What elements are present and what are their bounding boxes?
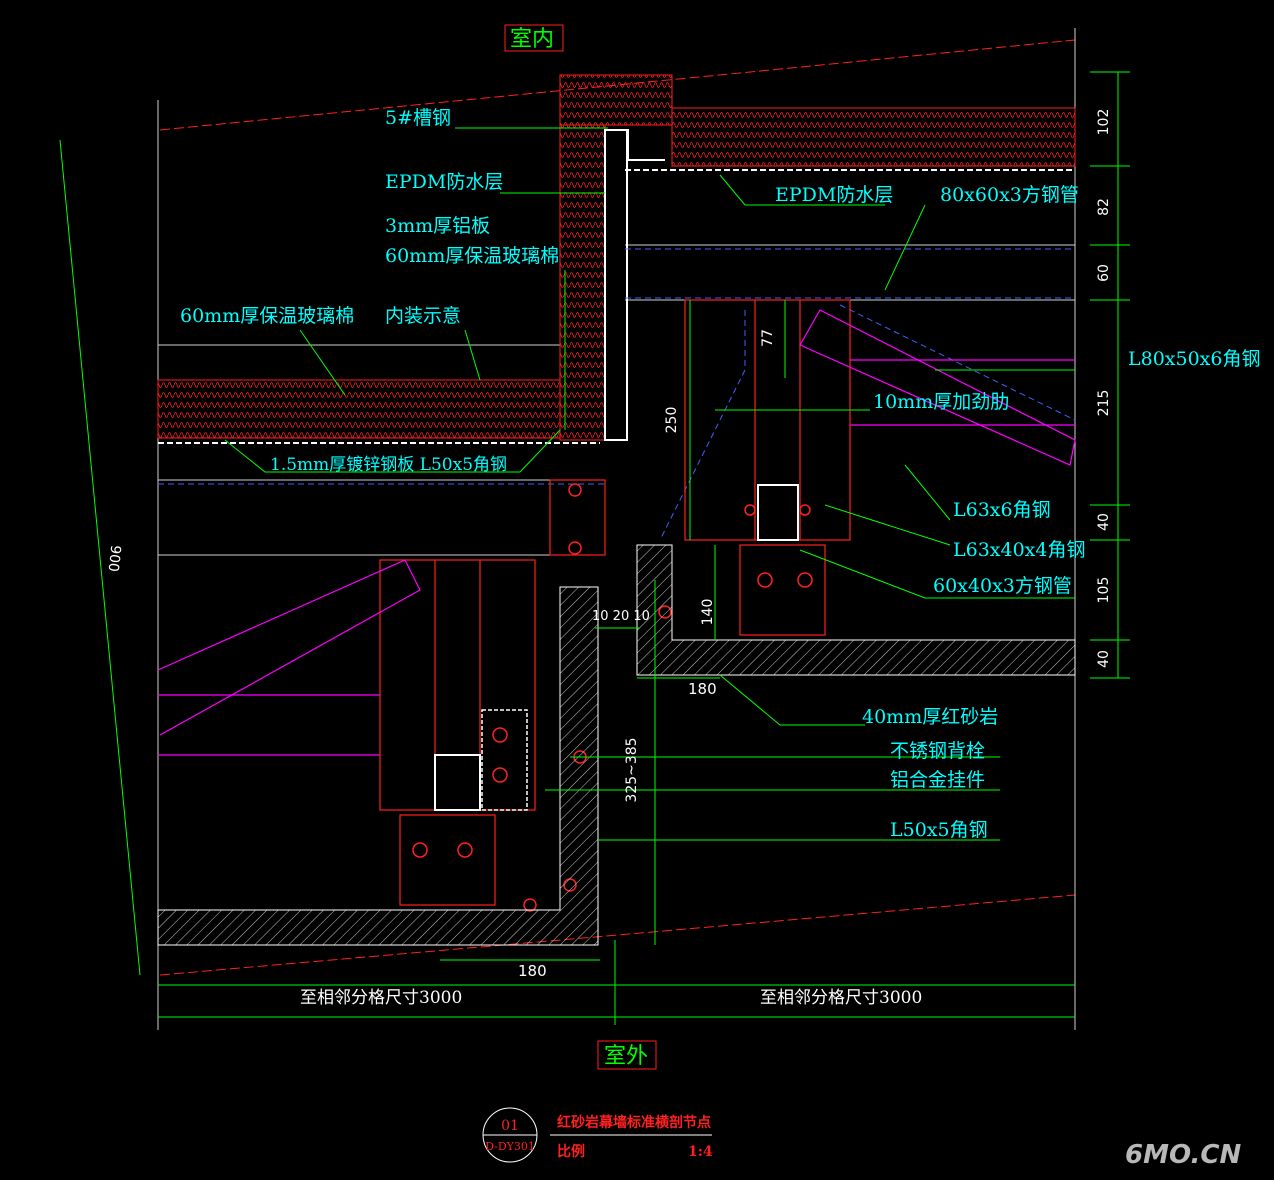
dim-180-lower: 180 <box>518 962 547 980</box>
left-insulation <box>157 379 600 444</box>
dim-right-5: 105 <box>1096 577 1112 604</box>
label-glass-wool-left: 60mm厚保温玻璃棉 <box>180 305 354 327</box>
dim-140: 140 <box>700 599 716 626</box>
label-angle-l63x6: L63x6角钢 <box>953 499 1051 521</box>
inside-tag-box <box>504 24 564 52</box>
title-block: 01 D-DY301 红砂岩幕墙标准横剖节点 比例 1:4 <box>482 1107 713 1163</box>
dim-77: 77 <box>760 329 776 347</box>
outside-label: 室外 <box>604 1044 648 1069</box>
label-angle-l63x40: L63x40x4角钢 <box>953 539 1086 561</box>
bolts <box>412 483 813 912</box>
sandstone-panels <box>157 544 1076 946</box>
dashed-lines <box>158 248 1076 541</box>
dimension-lines <box>59 71 1130 1025</box>
label-interior-hint: 内装示意 <box>385 305 461 327</box>
label-angle-l80: L80x50x6角钢 <box>1128 348 1261 370</box>
label-glass-wool-upper: 60mm厚保温玻璃棉 <box>385 245 559 267</box>
dim-right-6: 40 <box>1096 650 1112 668</box>
label-back-bolt: 不锈钢背栓 <box>890 740 985 762</box>
title-text: 红砂岩幕墙标准横剖节点 <box>557 1114 711 1131</box>
title-scale-value: 1:4 <box>688 1144 713 1160</box>
break-lines <box>159 39 1076 976</box>
label-galv-plate: 1.5mm厚镀锌钢板 L50x5角钢 <box>270 455 507 475</box>
dim-right-3: 215 <box>1096 390 1112 417</box>
brackets <box>157 309 1076 756</box>
dim-180-upper: 180 <box>688 680 717 698</box>
dim-right-1: 82 <box>1096 198 1112 216</box>
label-square-tube-80: 80x60x3方钢管 <box>940 184 1079 206</box>
top-insulation <box>625 107 1076 171</box>
label-epdm-left: EPDM防水层 <box>385 171 503 193</box>
dim-gaps: 10 20 10 <box>592 609 650 624</box>
dim-250: 250 <box>664 407 680 434</box>
label-square-tube-60: 60x40x3方钢管 <box>933 575 1072 597</box>
dim-right-4: 40 <box>1096 513 1112 531</box>
label-angle-l50: L50x5角钢 <box>890 819 988 841</box>
dim-span-left: 至相邻分格尺寸3000 <box>300 988 462 1008</box>
label-channel-steel: 5#槽钢 <box>385 107 451 129</box>
dim-325-385: 325~385 <box>624 737 640 802</box>
frame-lines <box>157 28 1076 1030</box>
label-alu-plate: 3mm厚铝板 <box>385 215 490 237</box>
inside-label: 室内 <box>510 27 554 52</box>
label-stiffener: 10mm厚加劲肋 <box>873 391 1009 413</box>
watermark: 6MO.CN <box>1125 1140 1241 1170</box>
label-sandstone: 40mm厚红砂岩 <box>862 706 998 728</box>
steel-frame <box>379 299 851 906</box>
label-alu-hanger: 铝合金挂件 <box>890 769 985 791</box>
outside-tag-box <box>597 1040 657 1070</box>
title-number: 01 <box>501 1118 519 1134</box>
leader-lines <box>224 127 1075 841</box>
label-epdm-right: EPDM防水层 <box>775 184 893 206</box>
dim-span-right: 至相邻分格尺寸3000 <box>760 988 922 1008</box>
title-scale-label: 比例 <box>557 1143 585 1160</box>
dim-right-0: 102 <box>1096 109 1112 136</box>
dim-right-2: 60 <box>1096 264 1112 282</box>
vertical-insulation <box>559 74 673 441</box>
title-sheet: D-DY301 <box>485 1140 535 1153</box>
dim-total-height: 900 <box>105 544 124 572</box>
